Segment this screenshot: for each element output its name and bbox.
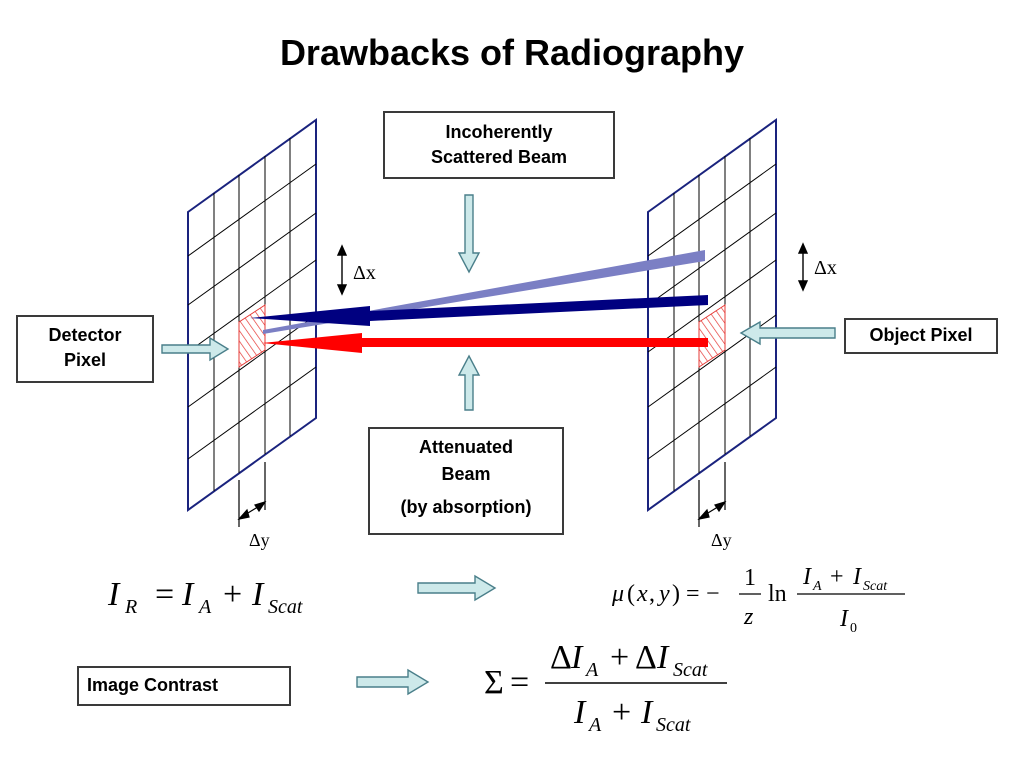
dx-label-left: Δx (353, 262, 376, 284)
dx-dimension-left (336, 244, 348, 296)
svg-text:I: I (107, 576, 121, 613)
svg-text:Scat: Scat (863, 579, 888, 594)
svg-text:Σ: Σ (484, 664, 504, 701)
svg-text:I: I (181, 576, 195, 613)
svg-text:I: I (573, 694, 587, 731)
svg-text:Scat: Scat (268, 596, 303, 618)
object-pixel-highlight (698, 304, 726, 368)
svg-text:+: + (830, 564, 844, 590)
scattered-beam-label-line1: Incoherently (445, 122, 553, 142)
equation-right-arrow-1 (417, 574, 497, 602)
svg-text:Δ: Δ (635, 639, 657, 676)
detector-right-arrow (161, 336, 230, 362)
svg-text:A: A (812, 579, 822, 594)
svg-text:1: 1 (744, 565, 756, 591)
svg-text:I: I (656, 639, 670, 676)
svg-text:(: ( (627, 581, 635, 607)
svg-text:−: − (706, 581, 720, 607)
scattered-beam-label-box: Incoherently Scattered Beam (383, 111, 615, 179)
svg-text:μ: μ (611, 581, 624, 607)
svg-text:x: x (636, 581, 648, 607)
detector-pixel-label-line2: Pixel (63, 350, 107, 370)
svg-text:): ) (672, 581, 680, 607)
svg-text:ln: ln (768, 581, 787, 607)
svg-text:A: A (587, 714, 602, 736)
image-contrast-equation: Σ = Δ I A + Δ I Scat I A + I Scat (484, 639, 727, 736)
svg-text:,: , (649, 581, 655, 607)
object-panel (647, 118, 777, 512)
scattered-beam-label-line2: Scattered Beam (430, 147, 568, 167)
detector-pixel-label-line1: Detector (48, 325, 122, 345)
scatter-down-arrow (457, 194, 481, 274)
dy-dimension-left (237, 462, 267, 527)
dy-label-right: Δy (711, 530, 732, 550)
svg-text:I: I (570, 639, 584, 676)
svg-text:=: = (155, 576, 174, 613)
svg-text:A: A (584, 659, 599, 681)
detector-pixel-label-box: Detector Pixel (16, 315, 154, 383)
svg-text:R: R (124, 596, 137, 618)
svg-text:Scat: Scat (656, 714, 691, 736)
dx-label-right: Δx (814, 257, 837, 279)
transmitted-beam-dark (250, 295, 708, 326)
svg-text:+: + (223, 576, 242, 613)
svg-text:Δ: Δ (550, 639, 572, 676)
attenuated-beam-red (262, 333, 708, 353)
dx-dimension-right (797, 242, 809, 292)
svg-text:=: = (686, 581, 700, 607)
svg-text:I: I (640, 694, 654, 731)
attenuated-up-arrow (457, 354, 481, 411)
svg-text:y: y (657, 581, 670, 607)
object-pixel-label: Object Pixel (869, 325, 973, 345)
svg-text:z: z (743, 604, 754, 630)
equation-right-arrow-2 (356, 668, 430, 696)
attenuated-beam-label-line3: (by absorption) (400, 497, 532, 517)
detector-pixel-highlight (238, 304, 266, 368)
object-left-arrow (739, 320, 836, 346)
attenuation-coefficient-equation: μ ( x , y ) = − 1 z ln I A + I Scat I 0 (611, 564, 905, 636)
svg-text:=: = (510, 664, 529, 701)
slide-title: Drawbacks of Radiography (279, 32, 745, 73)
dy-dimension-right (697, 462, 727, 527)
dy-label-left: Δy (249, 530, 270, 550)
attenuated-beam-label-line1: Attenuated (419, 437, 513, 457)
svg-text:0: 0 (850, 621, 857, 636)
svg-text:I: I (251, 576, 265, 613)
object-pixel-label-box: Object Pixel (844, 318, 998, 354)
svg-text:+: + (612, 694, 631, 731)
svg-text:+: + (610, 639, 629, 676)
svg-text:I: I (839, 606, 849, 632)
image-contrast-label-box: Image Contrast (77, 666, 291, 706)
attenuated-beam-label-line2: Beam (441, 464, 491, 484)
svg-text:I: I (802, 564, 812, 590)
svg-text:I: I (852, 564, 862, 590)
svg-text:A: A (197, 596, 212, 618)
image-contrast-label: Image Contrast (87, 675, 219, 695)
attenuated-beam-label-box: Attenuated Beam (by absorption) (368, 427, 564, 535)
intensity-equation: I R = I A + I Scat (107, 576, 303, 618)
detector-panel (187, 118, 317, 512)
svg-text:Scat: Scat (673, 659, 708, 681)
